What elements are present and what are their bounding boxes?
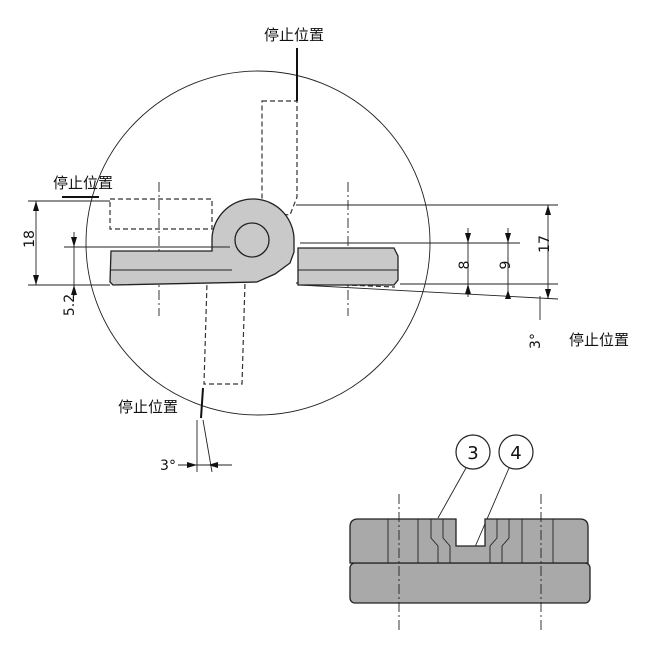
dim-8-label: 8 xyxy=(457,261,473,270)
stop-label-bottom: 停止位置 xyxy=(118,398,178,416)
stop-label-left: 停止位置 xyxy=(53,174,113,192)
dim-18-arrow-top xyxy=(33,201,39,211)
dim-5-2-arrow-top xyxy=(71,237,77,247)
angle-bottom-arrow-right xyxy=(208,462,218,468)
callout-4-circle xyxy=(498,434,534,470)
dashed-leaf-up xyxy=(261,100,298,216)
stop-line-bottom xyxy=(200,387,204,419)
stop-label-right: 停止位置 xyxy=(569,331,629,349)
dim-18-label: 18 xyxy=(22,230,38,248)
dim-8-arrow-bottom xyxy=(465,284,471,294)
callout-4-leader xyxy=(474,467,510,548)
dim-18-arrow-bottom xyxy=(33,275,39,285)
dim-17-label: 17 xyxy=(537,235,553,253)
dim-9-arrow-top xyxy=(505,233,511,243)
callout-3-leader xyxy=(437,467,467,519)
dim-17-arrow-bottom xyxy=(545,289,551,299)
dim-9-label: 9 xyxy=(498,261,514,270)
callout-3-label: 3 xyxy=(467,443,478,464)
callout-3-circle xyxy=(455,434,491,470)
dim-17-arrow-top xyxy=(545,205,551,215)
angle-right-label: 3° xyxy=(528,333,544,349)
dim-9-arrow-bottom xyxy=(505,290,511,299)
detail-slot-right xyxy=(489,519,510,563)
dim-5-2-label: 5.2 xyxy=(62,294,78,316)
ext-line-right-angle xyxy=(299,284,559,300)
detail-slot-left xyxy=(430,519,451,563)
callout-4-label: 4 xyxy=(510,443,521,464)
hinge-leaf-right xyxy=(297,247,399,286)
dashed-leaf-left xyxy=(109,198,213,230)
dim-8-arrow-top xyxy=(465,233,471,243)
stop-label-top: 停止位置 xyxy=(264,26,324,44)
dim-5-2-arrow-bottom xyxy=(71,285,77,295)
hinge-pin xyxy=(234,222,270,258)
dashed-leaf-down xyxy=(203,281,246,385)
hinge-leaf-left xyxy=(109,198,295,286)
detail-base xyxy=(349,562,591,604)
angle-bottom-arrow-left xyxy=(187,462,197,468)
angle-bottom-ext-2 xyxy=(202,419,213,473)
angle-bottom-label: 3° xyxy=(160,458,176,474)
detail-upper-body xyxy=(349,518,589,564)
